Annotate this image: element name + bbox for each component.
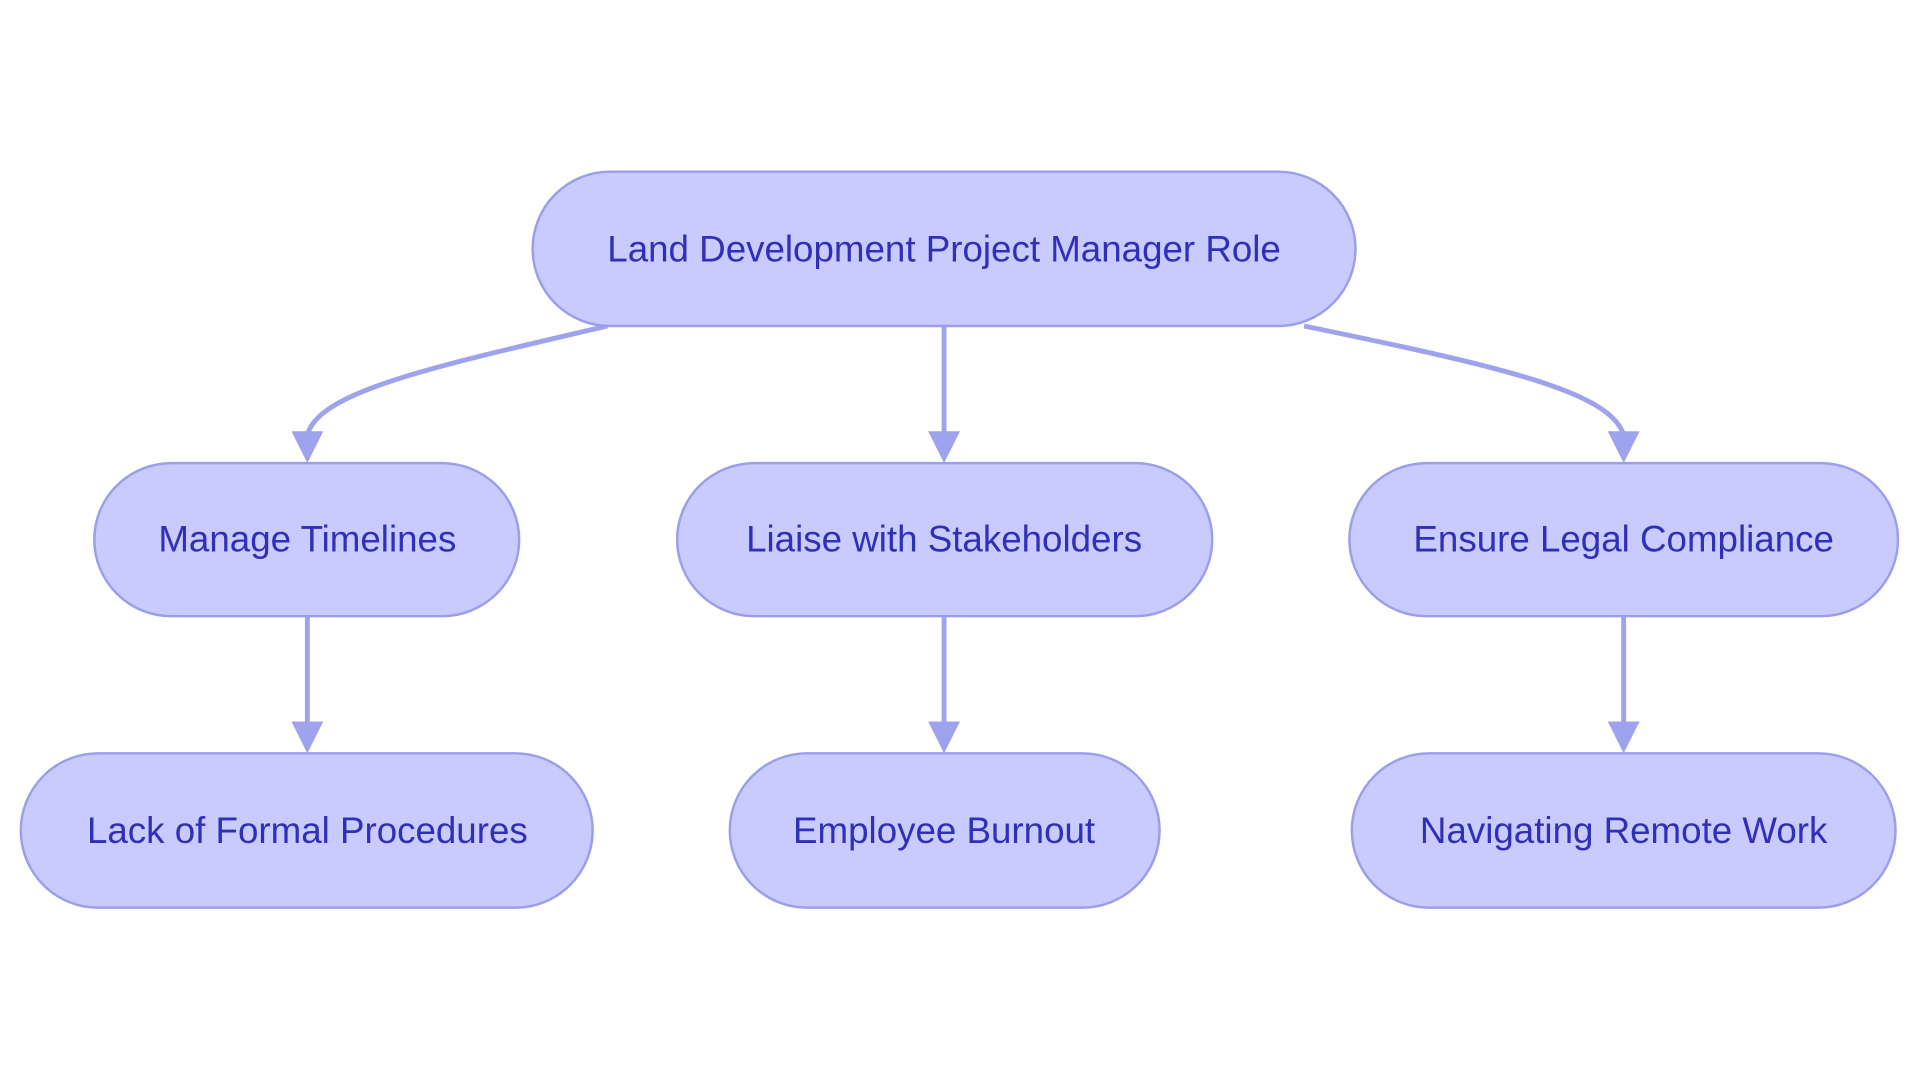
arrowhead-icon: [1607, 721, 1640, 754]
node-label: Land Development Project Manager Role: [607, 228, 1281, 269]
node-label: Navigating Remote Work: [1420, 810, 1828, 851]
edge-root-to-manage-timelines: [304, 323, 608, 436]
arrowhead-icon: [1607, 431, 1640, 464]
node-ensure-legal-compliance[interactable]: Ensure Legal Compliance: [1348, 461, 1900, 618]
node-lack-of-formal-procedures[interactable]: Lack of Formal Procedures: [19, 752, 594, 909]
node-liaise-with-stakeholders[interactable]: Liaise with Stakeholders: [675, 461, 1214, 618]
arrowhead-icon: [291, 721, 324, 754]
edge-root-to-legal: [1303, 323, 1627, 436]
node-label: Liaise with Stakeholders: [746, 519, 1142, 560]
node-manage-timelines[interactable]: Manage Timelines: [93, 461, 521, 618]
node-label: Ensure Legal Compliance: [1413, 519, 1833, 560]
node-label: Employee Burnout: [793, 810, 1095, 851]
node-root[interactable]: Land Development Project Manager Role: [531, 170, 1357, 328]
arrowhead-icon: [928, 721, 960, 754]
node-navigating-remote-work[interactable]: Navigating Remote Work: [1350, 752, 1897, 909]
node-employee-burnout[interactable]: Employee Burnout: [728, 752, 1161, 909]
node-label: Manage Timelines: [158, 519, 456, 560]
node-label: Lack of Formal Procedures: [87, 810, 528, 851]
arrowhead-icon: [291, 431, 324, 464]
arrowhead-icon: [928, 431, 960, 464]
